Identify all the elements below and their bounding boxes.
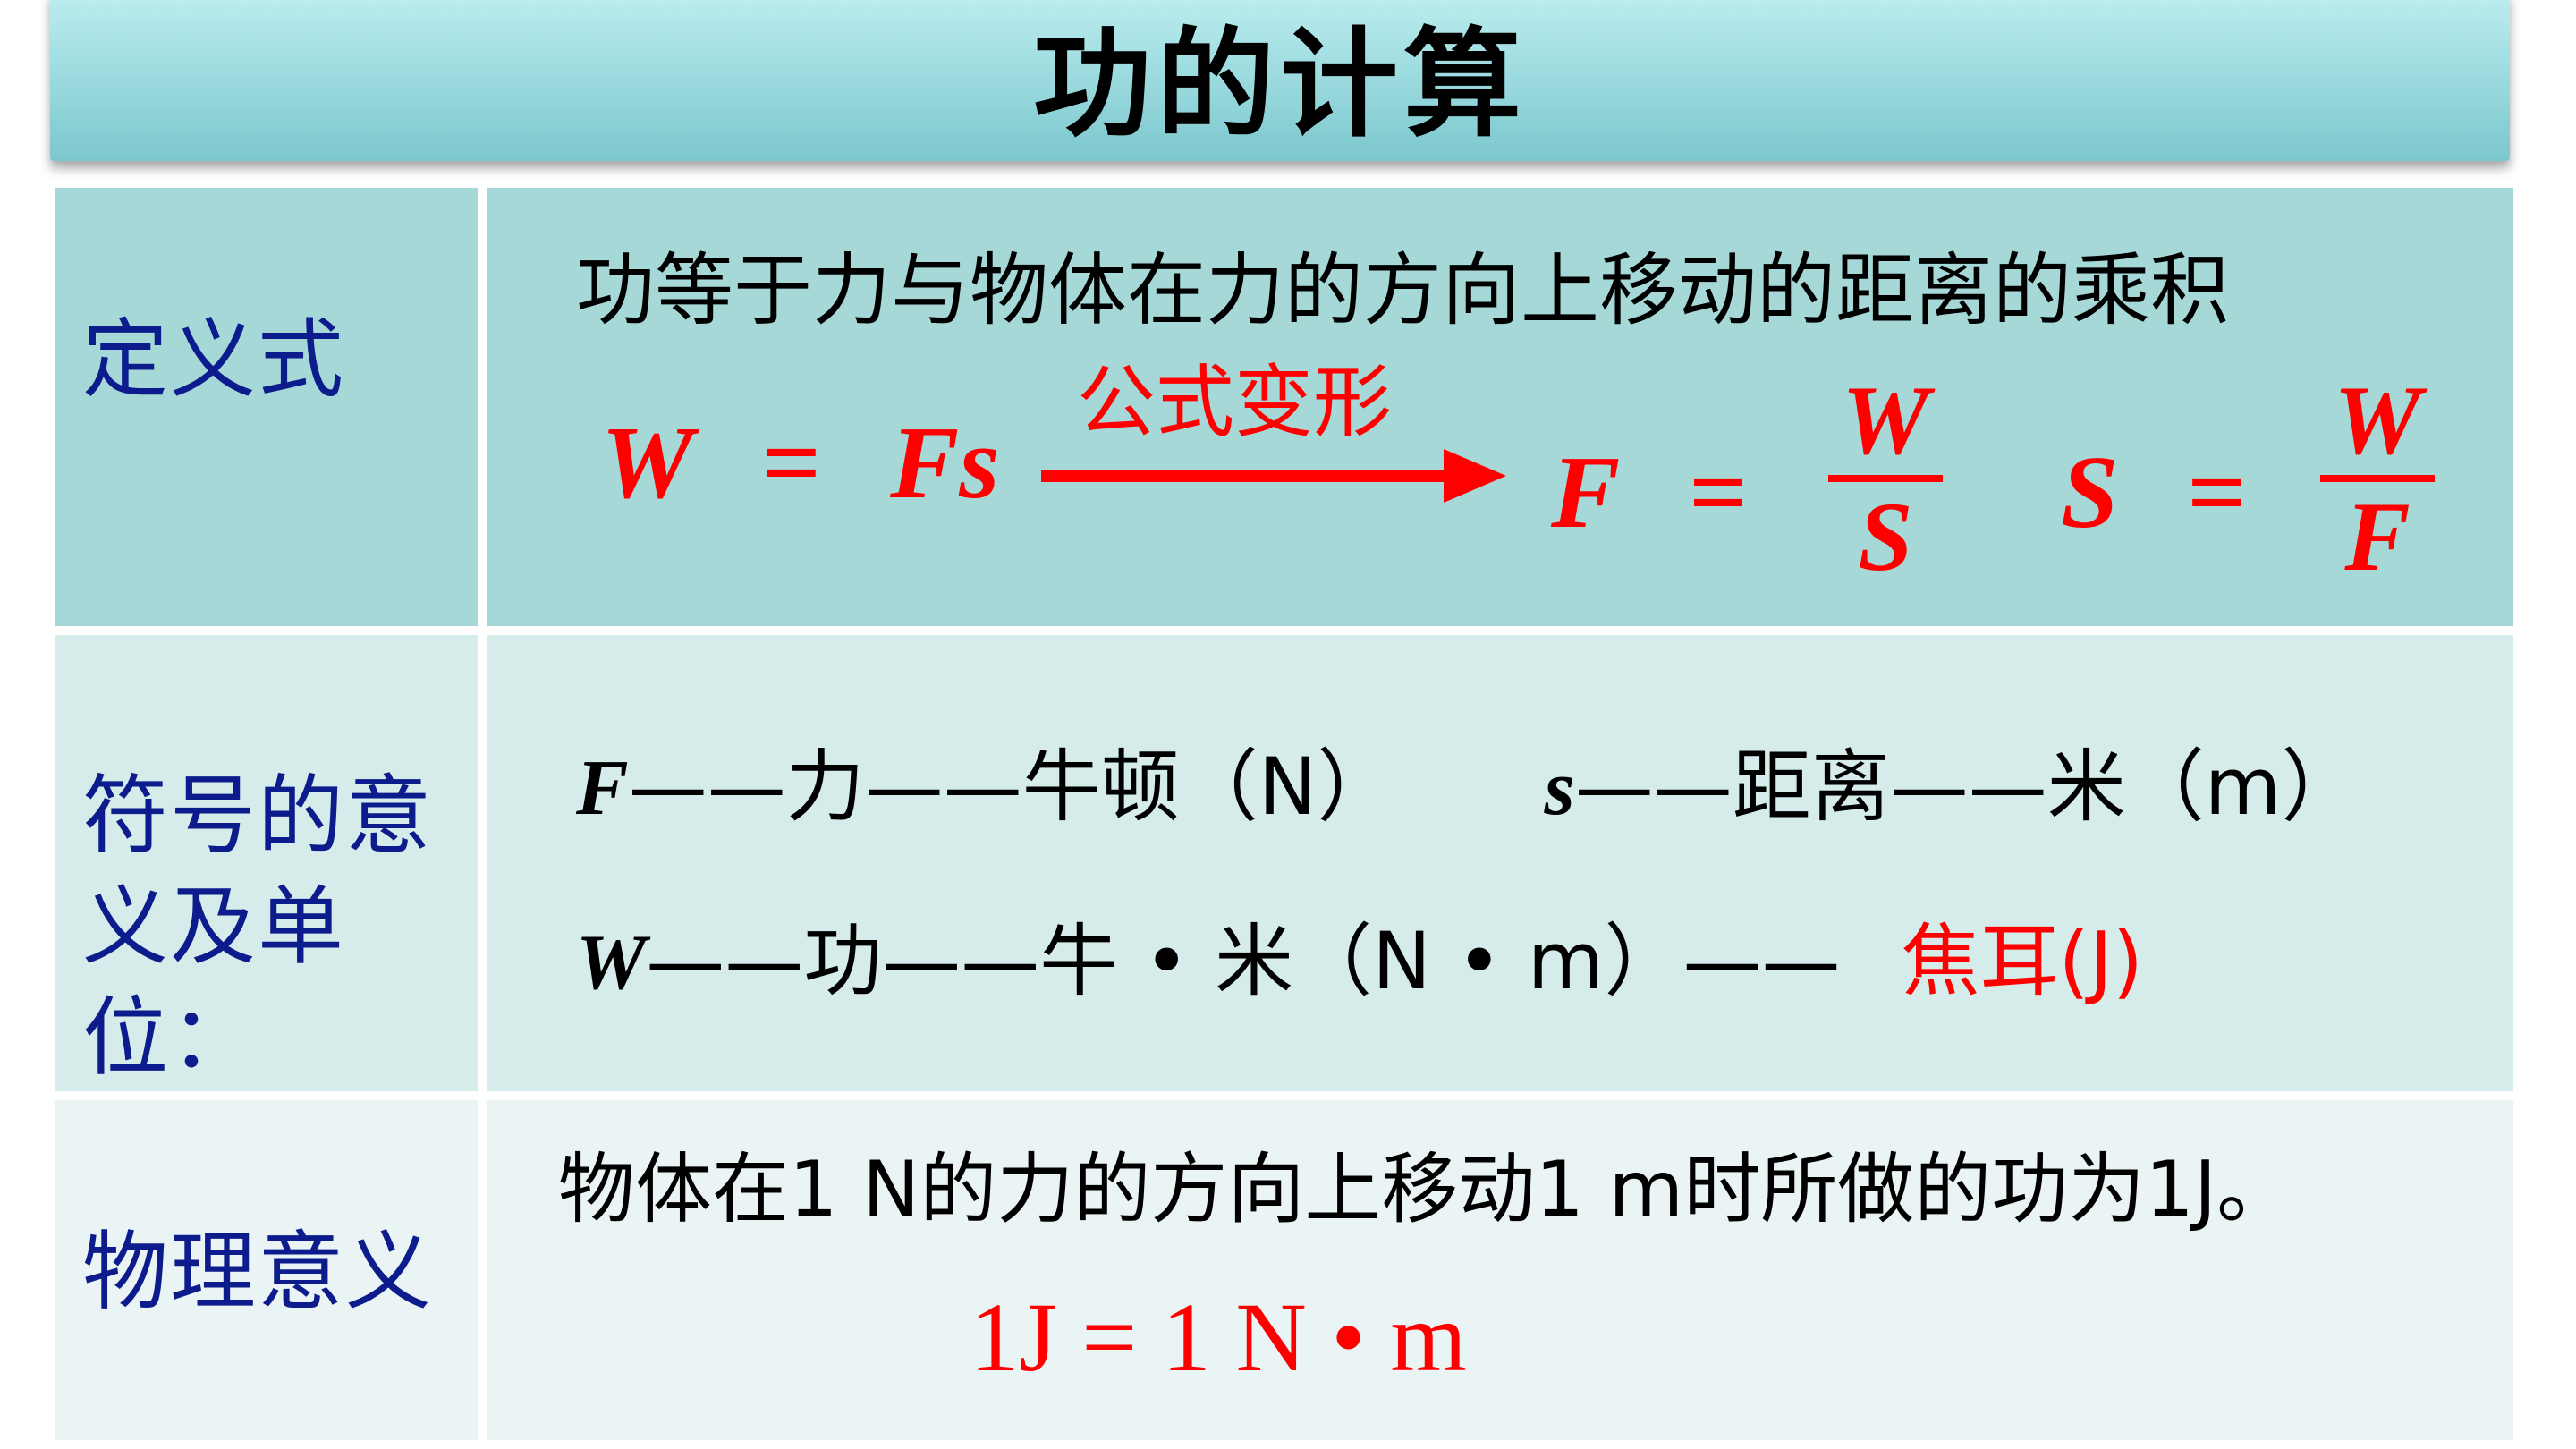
force-description: ——力——牛顿（N）: [628, 741, 1396, 833]
definition-content-cell: 功等于力与物体在力的方向上移动的距离的乘积 W = Fs 公式变形 F = W …: [487, 188, 2513, 626]
work-symbol: W: [576, 919, 647, 1006]
distance-fraction-denominator: F: [2344, 482, 2411, 591]
formula-fs: Fs: [890, 406, 1000, 521]
symbols-label-line1: 符号的意: [82, 766, 433, 866]
definition-label: 定义式: [82, 309, 345, 410]
distance-formula-equals: =: [2187, 436, 2247, 550]
symbols-line-2: W——功——牛 • 米（N • m）—— 焦耳(J): [576, 908, 2143, 1017]
symbols-label-cell: 符号的意 义及单位：: [55, 635, 478, 1091]
definition-statement: 功等于力与物体在力的方向上移动的距离的乘积: [576, 244, 2230, 336]
content-table: 定义式 功等于力与物体在力的方向上移动的距离的乘积 W = Fs 公式变形 F …: [55, 188, 2513, 1440]
distance-formula: S =: [2061, 434, 2247, 551]
definition-label-cell: 定义式: [55, 188, 478, 626]
force-formula-lhs: F: [1551, 436, 1621, 550]
symbols-label: 符号的意 义及单位：: [82, 760, 478, 1093]
symbols-content-cell: F——力——牛顿（N） s——距离——米（m） W——功——牛 • 米（N • …: [487, 635, 2513, 1091]
title-bar: 功的计算: [50, 0, 2510, 161]
unit-equation: 1J = 1 N • m: [970, 1283, 1467, 1392]
distance-fraction-bar: [2320, 475, 2435, 482]
force-fraction-bar: [1828, 475, 1943, 482]
distance-fraction: W F: [2320, 371, 2435, 586]
distance-symbol: s: [1544, 745, 1575, 832]
work-description: ——功——牛 • 米（N • m）——: [646, 915, 1841, 1007]
meaning-label-cell: 物理意义: [55, 1100, 478, 1440]
formula-equals: =: [762, 406, 822, 521]
symbols-label-line2: 义及单位：: [82, 877, 345, 1088]
force-formula-equals: =: [1689, 436, 1749, 550]
force-fraction-denominator: S: [1858, 482, 1913, 591]
force-fraction: W S: [1828, 371, 1943, 586]
meaning-label: 物理意义: [82, 1222, 433, 1322]
distance-formula-lhs: S: [2061, 436, 2119, 550]
transform-arrow-label: 公式变形: [1077, 356, 1393, 448]
force-symbol: F: [576, 745, 629, 832]
formula-w: W: [601, 406, 694, 521]
meaning-content-cell: 物体在1 N的力的方向上移动1 m时所做的功为1J。 1J = 1 N • m: [487, 1100, 2513, 1440]
work-unit: 焦耳(J): [1901, 915, 2144, 1007]
force-formula: F =: [1551, 434, 1748, 551]
transform-arrow: 公式变形: [1041, 358, 1506, 503]
meaning-statement: 物体在1 N的力的方向上移动1 m时所做的功为1J。: [558, 1145, 2294, 1234]
distance-fraction-numerator: W: [2334, 366, 2421, 475]
symbols-line-1: F——力——牛顿（N） s——距离——米（m）: [576, 733, 2360, 843]
slide-title: 功的计算: [1033, 16, 1527, 154]
work-formula: W = Fs: [601, 404, 1000, 521]
distance-description: ——距离——米（m）: [1574, 741, 2360, 833]
force-fraction-numerator: W: [1842, 366, 1929, 475]
arrow-right-icon: [1041, 449, 1506, 503]
